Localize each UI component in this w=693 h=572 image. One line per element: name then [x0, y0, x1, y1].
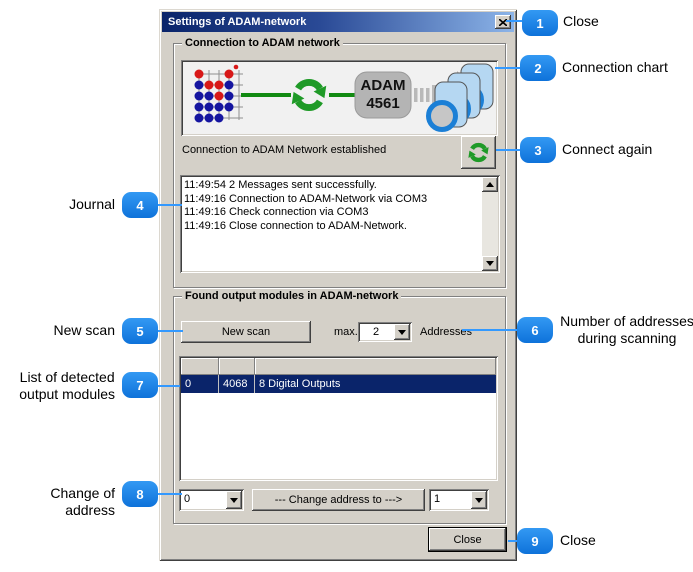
- titlebar-close-button[interactable]: [495, 15, 511, 29]
- dropdown-button[interactable]: [471, 491, 487, 509]
- callout-line: [496, 149, 522, 151]
- callout-line: [158, 330, 183, 332]
- close-button[interactable]: Close: [428, 527, 507, 552]
- address-to-select[interactable]: 1: [429, 489, 489, 511]
- svg-text:ADAM: ADAM: [361, 77, 406, 94]
- connect-again-button[interactable]: [461, 136, 496, 169]
- callout-badge: 7: [122, 372, 158, 398]
- cell-address: 0: [181, 375, 219, 393]
- callout-line: [158, 385, 180, 387]
- titlebar[interactable]: Settings of ADAM-network: [162, 12, 514, 32]
- callout-label: Journal: [69, 196, 115, 212]
- chevron-down-icon: [398, 329, 406, 335]
- journal-line: 11:49:16 Connection to ADAM-Network via …: [184, 192, 428, 205]
- callout-badge: 5: [122, 318, 158, 344]
- callout-label: Close: [563, 13, 599, 29]
- journal-scrollbar[interactable]: [482, 177, 498, 271]
- dropdown-button[interactable]: [394, 324, 410, 340]
- callout-label: Connect again: [562, 141, 653, 157]
- close-icon: [499, 18, 507, 26]
- table-header-cell: [255, 358, 496, 375]
- table-header-cell: [219, 358, 255, 375]
- output-modules-icon: [426, 63, 494, 132]
- network-matrix-icon: [194, 64, 243, 123]
- callout-label: Connection chart: [562, 59, 668, 75]
- scroll-down-button[interactable]: [482, 256, 498, 271]
- max-addresses-select[interactable]: 2: [358, 322, 412, 342]
- settings-dialog: Settings of ADAM-network Connection to A…: [159, 9, 517, 561]
- found-modules-group-title: Found output modules in ADAM-network: [182, 290, 402, 302]
- table-header-cell: [181, 358, 219, 375]
- callout-line: [158, 204, 182, 206]
- callout-line: [506, 20, 524, 22]
- callout-badge: 9: [517, 528, 553, 554]
- scroll-up-icon: [486, 182, 494, 187]
- callout-label: Number of addresses during scanning: [560, 313, 693, 346]
- chevron-down-icon: [475, 497, 483, 503]
- callout-line: [158, 493, 182, 495]
- callout-badge: 2: [520, 55, 556, 81]
- callout-badge: 6: [517, 317, 553, 343]
- scroll-up-button[interactable]: [482, 177, 498, 192]
- addresses-label: Addresses: [420, 326, 472, 338]
- connection-status-text: Connection to ADAM Network established: [182, 144, 387, 156]
- max-label: max.: [334, 326, 358, 338]
- address-from-select[interactable]: 0: [179, 489, 244, 511]
- found-modules-group: Found output modules in ADAM-network New…: [173, 290, 506, 524]
- journal-line: 11:49:54 2 Messages sent successfully.: [184, 179, 377, 191]
- change-address-button[interactable]: --- Change address to --->: [252, 489, 425, 511]
- connection-chart: ADAM 4561: [181, 60, 498, 136]
- journal-line: 11:49:16 Close connection to ADAM-Networ…: [184, 219, 407, 232]
- journal-listbox[interactable]: 11:49:54 2 Messages sent successfully. 1…: [180, 175, 500, 273]
- scroll-down-icon: [486, 261, 494, 266]
- window-title: Settings of ADAM-network: [168, 16, 307, 28]
- refresh-icon: [291, 79, 327, 111]
- adam-device-box: ADAM 4561: [354, 71, 412, 119]
- callout-label: List of detected output modules: [19, 369, 115, 402]
- callout-line: [495, 67, 522, 69]
- callout-line: [508, 540, 519, 542]
- refresh-icon: [468, 142, 489, 163]
- callout-label: Change of address: [50, 485, 115, 518]
- callout-badge: 1: [522, 10, 558, 36]
- connection-chart-graphic: ADAM 4561: [194, 63, 494, 132]
- journal-line: 11:49:16 Check connection via COM3: [184, 206, 369, 218]
- chevron-down-icon: [230, 497, 238, 503]
- dropdown-button[interactable]: [226, 491, 242, 509]
- callout-badge: 4: [122, 192, 158, 218]
- table-header-row: [181, 358, 496, 375]
- callout-badge: 3: [520, 137, 556, 163]
- new-scan-button[interactable]: New scan: [181, 321, 311, 343]
- callout-label: Close: [560, 532, 596, 548]
- svg-text:4561: 4561: [366, 95, 399, 112]
- cell-description: 8 Digital Outputs: [259, 378, 341, 390]
- callout-badge: 8: [122, 481, 158, 507]
- modules-table: 0 4068 8 Digital Outputs: [179, 356, 498, 481]
- cell-module: 4068: [219, 375, 255, 393]
- callout-line: [462, 329, 518, 331]
- callout-label: New scan: [53, 322, 115, 338]
- connection-group: Connection to ADAM network: [173, 37, 506, 288]
- table-row-selected[interactable]: 0 4068 8 Digital Outputs: [181, 375, 496, 393]
- connection-group-title: Connection to ADAM network: [182, 37, 343, 49]
